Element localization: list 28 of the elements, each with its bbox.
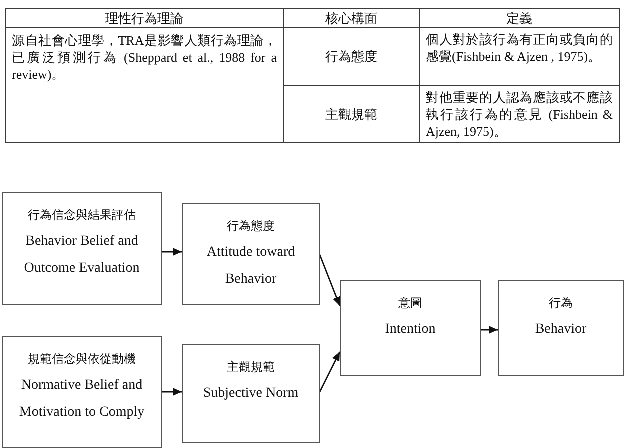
table-cell: 對他重要的人認為應該或不應該執行該行為的意見 (Fishbein & Ajzen, 1975)。 [419,85,620,143]
arrow [319,352,341,392]
concept-box [182,344,320,443]
box-label: Behavior Belief and Outcome Evaluation [24,234,140,276]
header-cell: 定義 [419,8,620,28]
box-label: Normative Belief and Motivation to Comply [19,378,145,420]
box-label: Intention [385,322,436,337]
box-heading: 行為態度 [227,219,275,233]
box-heading: 意圖 [398,296,422,310]
header-cell: 核心構面 [283,8,420,28]
arrow [319,254,341,306]
concept-box [2,336,162,448]
box-label: Attitude toward Behavior [206,245,296,287]
box-heading: 行為信念與結果評估 [28,208,136,222]
arrow [162,248,182,256]
concept-box [340,280,481,376]
box-label: Subjective Norm [203,386,299,401]
box-heading: 主觀規範 [227,360,275,374]
table-cell: 源自社會心理學，TRA是影響人類行為理論，已廣泛預測行為 (Sheppard et al., 1988 for a review)。 [5,27,284,143]
concept-box [182,203,320,305]
arrow [162,388,182,396]
header-cell: 理性行為理論 [5,8,284,28]
box-heading: 行為 [549,296,573,310]
concept-box [498,280,624,376]
concept-box [2,192,162,305]
arrow [481,326,498,334]
box-heading: 規範信念與依從動機 [28,352,136,366]
box-label: Behavior [535,322,587,337]
